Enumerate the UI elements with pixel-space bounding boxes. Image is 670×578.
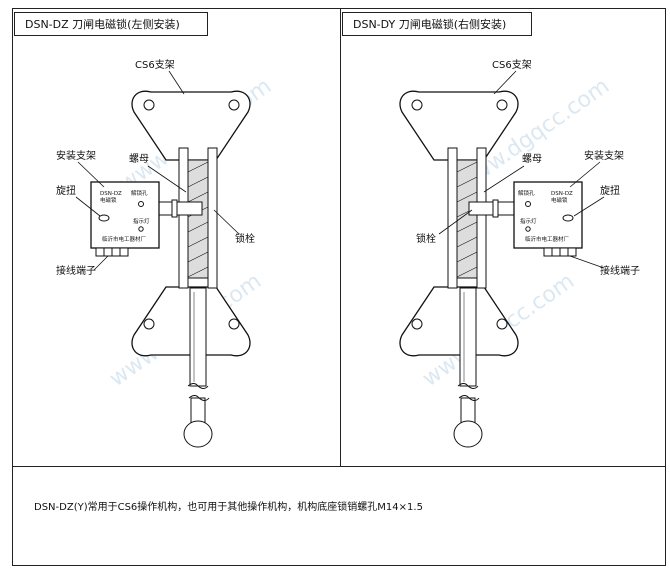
device-name: 电磁锁 — [551, 196, 568, 204]
rod-break — [457, 383, 479, 389]
label-terminal: 接线端子 — [600, 264, 640, 277]
bottom-right-hole — [228, 318, 240, 330]
hatched-block — [187, 159, 209, 279]
label-nut: 螺母 — [129, 153, 149, 165]
label-nut: 螺母 — [522, 153, 542, 165]
device-model: DSN-DZ — [551, 191, 573, 197]
top-right-hole — [496, 99, 508, 111]
lock-bolt — [468, 201, 516, 216]
right-panel-title: DSN-DY 刀闸电磁锁(右侧安装) — [342, 12, 532, 36]
rod-break — [187, 383, 209, 389]
device-indicator: 指示灯 — [133, 217, 150, 225]
usage-note: DSN-DZ(Y)常用于CS6操作机构，也可用于其他操作机构，机构底座锁销螺孔M… — [34, 502, 423, 513]
device-name: 电磁锁 — [100, 196, 117, 204]
lock-bolt — [155, 201, 203, 216]
unlock-hole-icon — [138, 201, 144, 207]
bottom-left-hole — [143, 318, 155, 330]
top-left-hole — [143, 99, 155, 111]
knob-icon — [98, 214, 110, 222]
bottom-left-hole — [411, 318, 423, 330]
bottom-bracket-plate — [399, 286, 519, 357]
unlock-hole-icon — [525, 201, 531, 207]
label-bracket: CS6支架 — [135, 59, 175, 71]
label-mount: 安装支架 — [584, 149, 624, 162]
right-rail — [476, 147, 487, 289]
device-indicator: 指示灯 — [520, 217, 537, 225]
left-panel-title: DSN-DZ 刀闸电磁锁(左侧安装) — [14, 12, 208, 36]
device-unlock: 解锁孔 — [131, 189, 148, 197]
right-install-diagram: www.dgqcc.com www.dgqcc.com 解锁孔 DSN-DZ 电… — [344, 42, 664, 460]
handle-knob — [183, 420, 213, 448]
panel-divider — [340, 8, 341, 466]
right-rail — [207, 147, 218, 289]
knob-icon — [562, 214, 574, 222]
label-terminal: 接线端子 — [56, 264, 96, 277]
operating-rod — [189, 287, 207, 387]
label-knob: 旋扭 — [56, 184, 76, 197]
handle-knob — [453, 420, 483, 448]
operating-rod — [459, 287, 477, 387]
label-bolt: 锁栓 — [235, 232, 255, 245]
label-mount: 安装支架 — [56, 149, 96, 162]
top-right-hole — [228, 99, 240, 111]
left-rail — [178, 147, 189, 289]
label-bolt: 锁栓 — [416, 232, 436, 245]
device-maker: 临沂市电工器材厂 — [102, 235, 147, 243]
label-knob: 旋扭 — [600, 184, 620, 197]
bottom-right-hole — [496, 318, 508, 330]
indicator-icon — [525, 226, 531, 232]
device-unlock: 解锁孔 — [518, 189, 535, 197]
indicator-icon — [138, 226, 144, 232]
top-left-hole — [411, 99, 423, 111]
hatched-block — [456, 159, 478, 279]
left-rail — [447, 147, 458, 289]
note-divider — [12, 466, 666, 467]
device-model: DSN-DZ — [100, 191, 122, 197]
left-install-diagram: www.dgqcc.com www.dgqcc.com DSN-DZ 电磁锁 解… — [16, 42, 336, 460]
outer-frame — [12, 8, 666, 566]
device-maker: 临沂市电工器材厂 — [525, 235, 570, 243]
label-bracket: CS6支架 — [492, 59, 532, 71]
